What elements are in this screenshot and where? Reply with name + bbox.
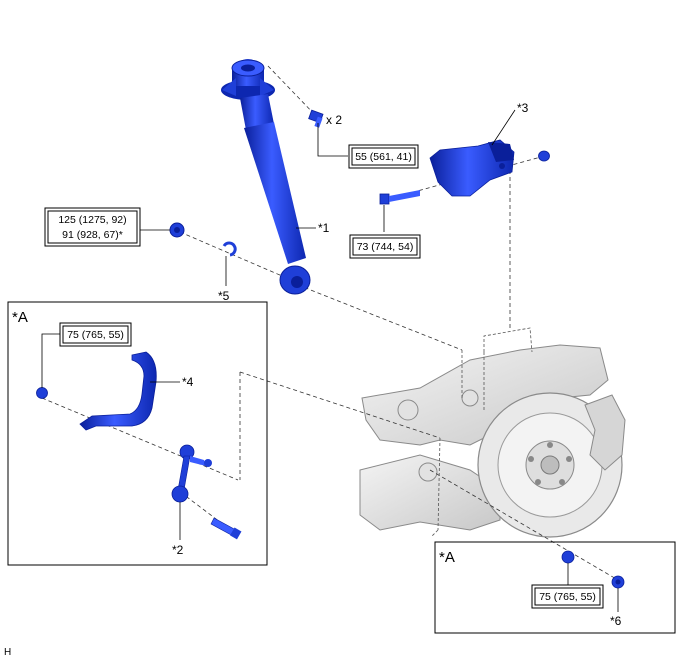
washer-icon [222,241,237,257]
stab-link-bolt-icon [210,517,242,540]
torque-box-shock-bolt: 55 (561, 41) [348,144,419,169]
part4-label: *4 [182,375,194,389]
shock-absorber [221,59,311,295]
view-a-main-label: *A [12,309,28,326]
part5-label: *5 [218,289,230,303]
bracket-nut-icon [538,150,550,162]
torque-shock-bolt: 55 (561, 41) [355,151,412,163]
shock-upper-bolt-icon [308,109,324,128]
view-a-inset-label: *A [439,549,455,566]
stabilizer-link [171,444,212,503]
torque-upper-nut-2: 91 (928, 67)* [62,229,123,241]
brake-caliper [584,394,626,471]
bracket-bolt-icon [379,190,420,205]
torque-box-upper-nut: 125 (1275, 92) 91 (928, 67)* [44,207,141,247]
part2-label: *2 [172,543,184,557]
suspension-assembly [359,327,626,538]
torque-upper-nut-1: 125 (1275, 92) [58,214,126,226]
stab-bar-nut-icon [36,387,48,399]
upper-nut-icon [169,222,185,238]
torque-box-stab-bar-nut: 75 (765, 55) [59,322,132,347]
view-a-main-box [7,301,268,566]
torque-stab-link-nut: 75 (765, 55) [539,591,596,603]
torque-box-bracket-bolt: 73 (744, 54) [349,234,421,259]
torque-stab-bar-nut: 75 (765, 55) [67,329,124,341]
quantity-label: x 2 [326,113,342,127]
part6-nut-icon [611,575,625,589]
torque-box-stab-link-nut: 75 (765, 55) [531,584,604,609]
bracket [429,139,515,197]
part1-label: *1 [318,221,330,235]
corner-mark: H [4,647,11,658]
view-a-inset-box [434,541,676,634]
inset-nut-icon [561,550,575,564]
stabilizer-bar [79,351,157,431]
part6-label: *6 [610,614,622,628]
torque-bracket-bolt: 73 (744, 54) [357,241,414,253]
part3-label: *3 [517,101,529,115]
label-leaders [41,109,619,612]
